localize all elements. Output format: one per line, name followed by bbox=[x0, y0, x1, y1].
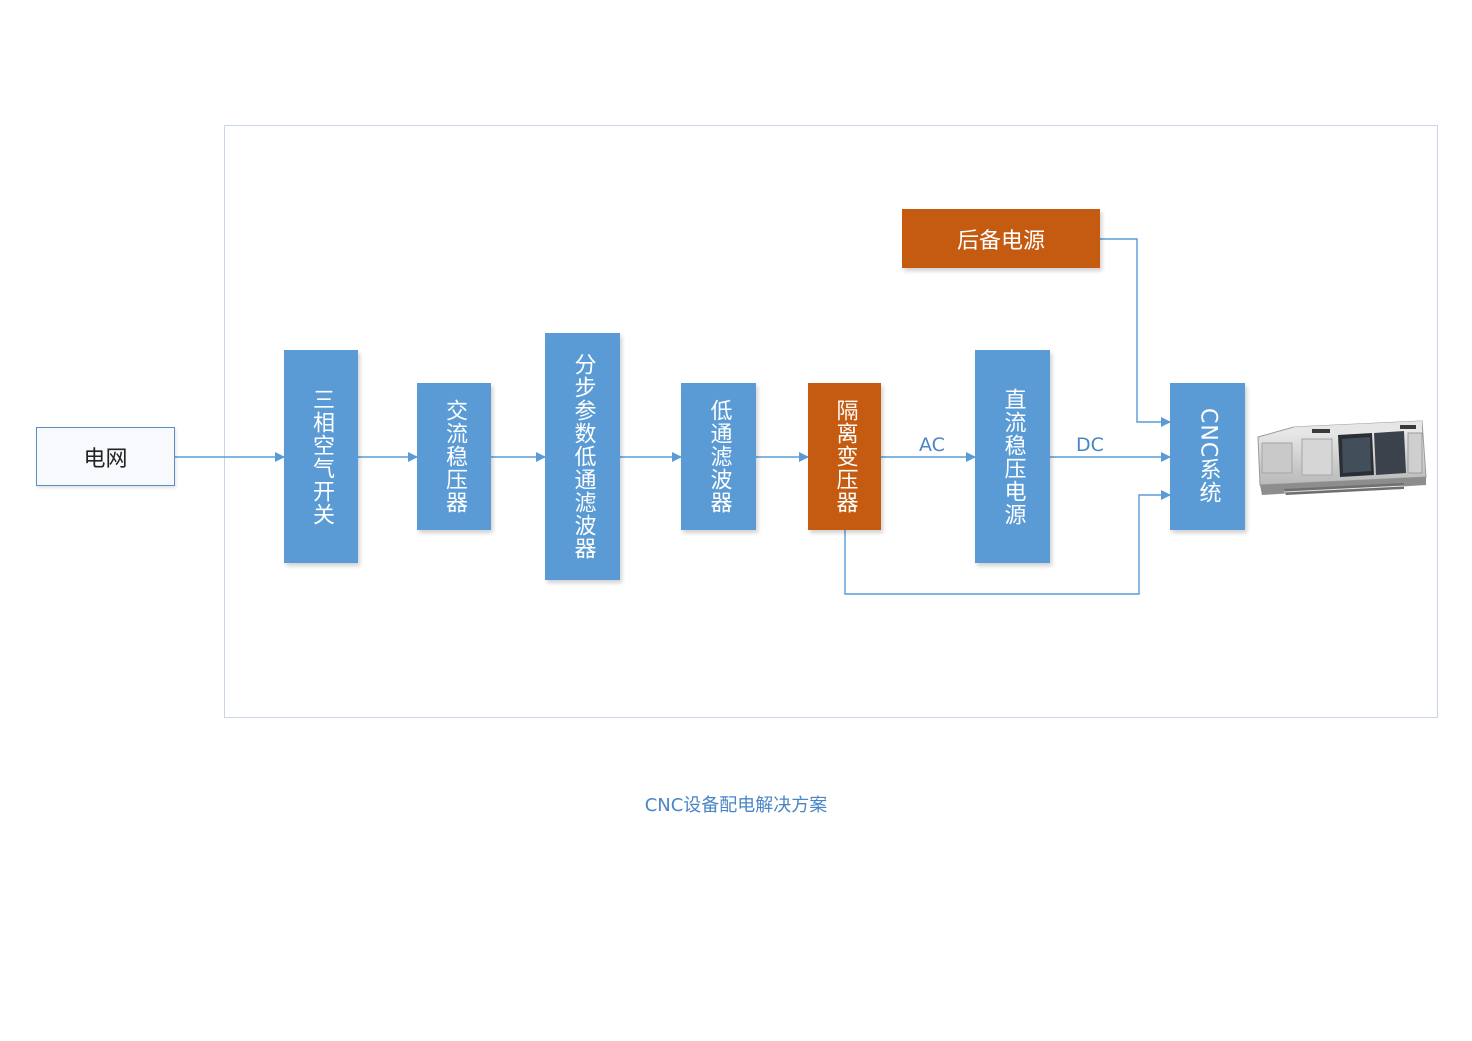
lowpass-filter-node: 低通滤波器 bbox=[681, 383, 756, 530]
arrow-transformer-to-cnc bbox=[844, 490, 1171, 595]
grid-label: 电网 bbox=[83, 446, 128, 472]
arrow-backup-to-cnc bbox=[1100, 238, 1171, 427]
diagram-caption: CNC设备配电解决方案 bbox=[644, 795, 828, 816]
dc-label: DC bbox=[1076, 434, 1104, 456]
dc-power-label: 直流稳压电源 bbox=[1000, 387, 1026, 526]
stepped-filter-node: 分步参数低通滤波器 bbox=[545, 333, 620, 580]
ac-regulator-label: 交流稳压器 bbox=[442, 399, 467, 514]
breaker-node: 三相空气开关 bbox=[284, 350, 358, 563]
dc-power-node: 直流稳压电源 bbox=[975, 350, 1050, 563]
cnc-system-label: CNC系统 bbox=[1195, 408, 1221, 505]
stepped-filter-label: 分步参数低通滤波器 bbox=[570, 353, 596, 560]
isolation-transformer-label: 隔离变压器 bbox=[832, 399, 858, 514]
isolation-transformer-node: 隔离变压器 bbox=[808, 383, 881, 530]
cnc-system-node: CNC系统 bbox=[1170, 383, 1245, 530]
lowpass-filter-label: 低通滤波器 bbox=[706, 399, 732, 514]
breaker-label: 三相空气开关 bbox=[309, 387, 334, 526]
diagram-frame bbox=[224, 125, 1438, 718]
backup-power-node: 后备电源 bbox=[902, 209, 1100, 268]
grid-node: 电网 bbox=[36, 427, 175, 486]
ac-label: AC bbox=[919, 434, 945, 456]
cnc-machine-image bbox=[1257, 420, 1427, 495]
ac-regulator-node: 交流稳压器 bbox=[417, 383, 491, 530]
backup-power-label: 后备电源 bbox=[956, 228, 1045, 254]
